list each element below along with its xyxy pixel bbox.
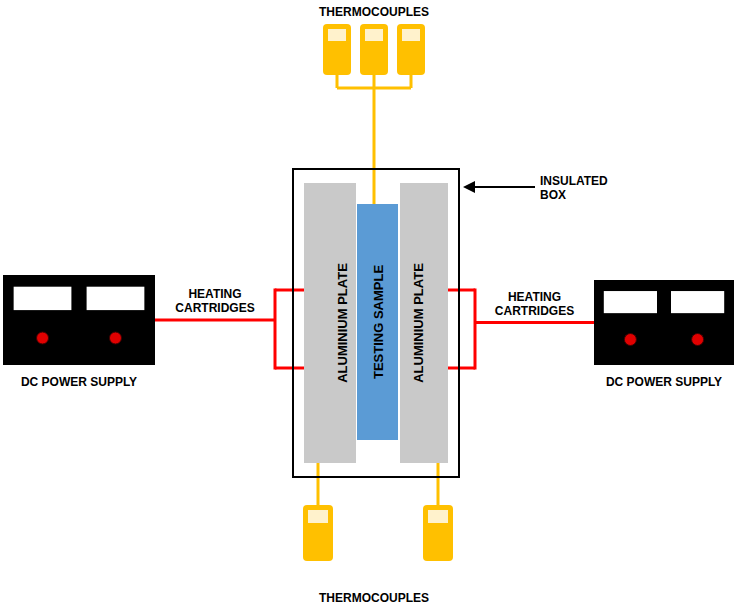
callout-arrow (463, 181, 535, 193)
device-label: DC POWER SUPPLY (21, 375, 137, 389)
device-label: DC POWER SUPPLY (606, 375, 722, 389)
testing-sample: TESTING SAMPLE (357, 204, 398, 440)
thermocouple-device (323, 24, 425, 75)
wire-label: HEATING CARTRIDGES (491, 290, 579, 318)
power-supply-panel (594, 280, 734, 365)
callout-label: INSULATED BOX (540, 174, 626, 202)
part-label: TESTING SAMPLE (370, 265, 385, 379)
part-label: ALUMINIUM PLATE (335, 263, 350, 383)
thermocouple-device (303, 505, 453, 561)
power-supply-panel (3, 275, 155, 365)
group-label: THERMOCOUPLES (319, 591, 429, 605)
power-supply: DC POWER SUPPLY (3, 275, 155, 365)
wire-label: HEATING CARTRIDGES (171, 287, 259, 315)
aluminium-plate: ALUMINIUM PLATE (400, 183, 448, 463)
power-supply: DC POWER SUPPLY (594, 280, 734, 365)
heating-wire (448, 289, 594, 370)
part-label: ALUMINIUM PLATE (411, 263, 426, 383)
group-label: THERMOCOUPLES (319, 5, 429, 19)
insulated-box: INSULATED BOXALUMINIUM PLATETESTING SAMP… (292, 168, 460, 478)
aluminium-plate: ALUMINIUM PLATE (304, 183, 356, 463)
